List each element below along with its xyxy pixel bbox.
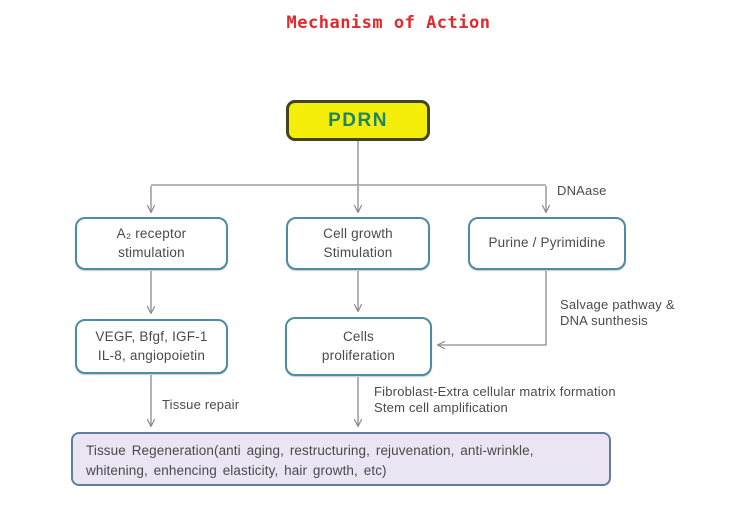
edge-label-salvage-pathway: Salvage pathway & DNA sunthesis — [560, 297, 675, 329]
node-cell-growth: Cell growth Stimulation — [286, 217, 430, 270]
node-tissue-regeneration: Tissue Regeneration(anti aging, restruct… — [71, 432, 611, 486]
edge-label-dnaase: DNAase — [557, 183, 607, 198]
node-pdrn: PDRN — [286, 100, 430, 141]
edge-purine-to-proliferation — [436, 271, 547, 350]
page-title: Mechanism of Action — [286, 13, 491, 33]
edge-label-tissue-repair: Tissue repair — [162, 397, 240, 412]
node-purine-pyrimidine: Purine / Pyrimidine — [468, 217, 626, 270]
node-a2-receptor: A₂ receptor stimulation — [75, 217, 228, 270]
node-growth-factors: VEGF, Bfgf, IGF-1 IL-8, angiopoietin — [75, 319, 228, 374]
node-cells-proliferation: Cells proliferation — [285, 317, 432, 376]
edge-label-fibroblast-stem: Fibroblast-Extra cellular matrix formati… — [374, 384, 616, 416]
